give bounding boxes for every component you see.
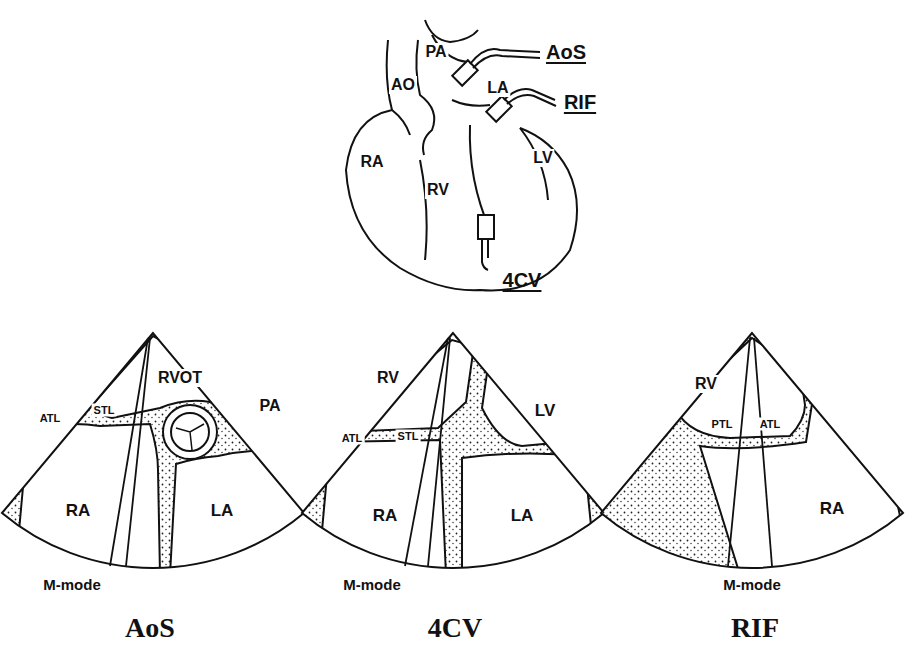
structure-label: AO [389, 76, 417, 94]
structure-label: ATL [340, 432, 365, 445]
structure-label: PA [423, 43, 448, 61]
view-title: RIF [729, 613, 781, 643]
structure-label: LV [533, 401, 557, 420]
structure-label: RA [358, 153, 385, 171]
rif-sector-interior [598, 330, 907, 575]
structure-label: LA [509, 506, 536, 525]
structure-label: RV [425, 181, 451, 199]
view-title: 4CV [426, 613, 484, 643]
structure-label: PA [257, 397, 282, 415]
4cv-sector-interior [300, 330, 610, 575]
probes [452, 49, 556, 270]
structure-label: LA [485, 79, 510, 97]
structure-label: ATL [758, 418, 783, 431]
probe-label: 4CV [501, 269, 544, 291]
heart-sketch [346, 20, 577, 291]
structure-label: RA [64, 501, 93, 520]
mmode-lines [728, 338, 772, 566]
structure-label: RA [818, 499, 847, 518]
structure-label: RV [693, 375, 719, 393]
structure-label: RVOT [156, 369, 204, 387]
structure-label: ATL [38, 412, 63, 425]
structure-label: M-mode [721, 576, 783, 593]
4cv-sector [302, 333, 604, 568]
view-title: AoS [123, 613, 177, 643]
mmode-lines [405, 338, 450, 566]
mmode-lines [110, 338, 150, 566]
structure-label: STL [92, 404, 117, 417]
structure-label: RA [371, 506, 400, 525]
aos-sector [2, 333, 304, 568]
rif-sector [601, 333, 903, 568]
structure-label: LV [531, 149, 554, 167]
structure-label: PTL [710, 418, 735, 431]
structure-label: RV [375, 369, 401, 387]
structure-label: LA [209, 501, 236, 520]
probe-label: AoS [544, 41, 588, 63]
structure-label: STL [396, 430, 421, 443]
aos-sector-interior [0, 330, 310, 575]
structure-label: M-mode [341, 576, 403, 593]
probe-label: RIF [562, 91, 598, 113]
structure-label: M-mode [41, 576, 103, 593]
